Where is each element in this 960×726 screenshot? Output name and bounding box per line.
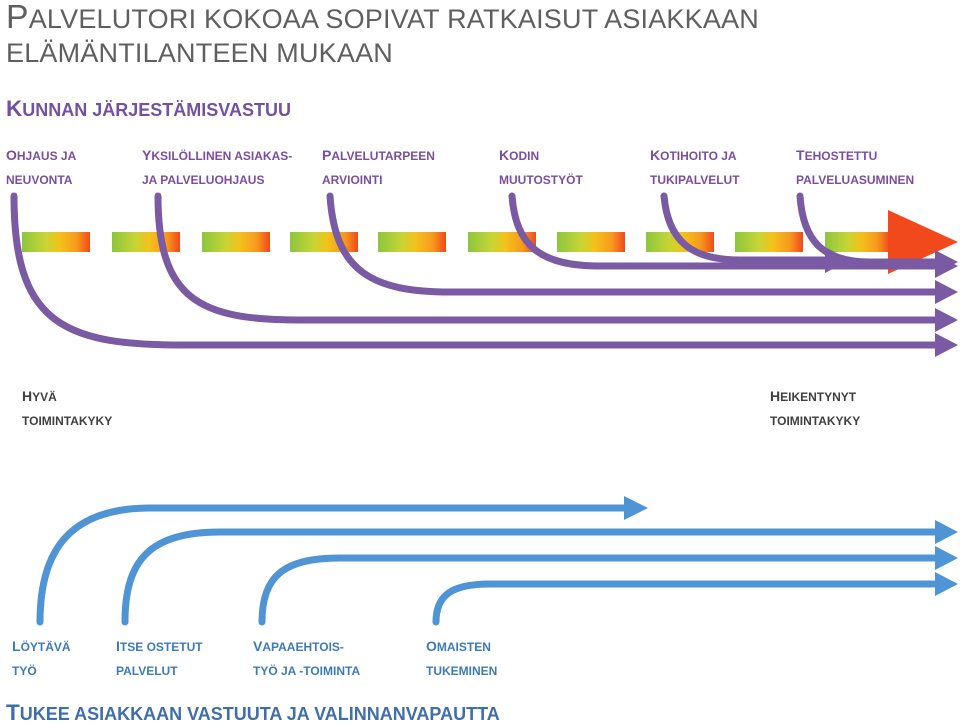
scale-left-label: Hyvä toimintakyky: [22, 384, 112, 433]
label-line: arviointi: [322, 173, 383, 187]
arrow-head: [935, 308, 958, 332]
arrow-head: [935, 572, 958, 596]
arrow-head: [935, 520, 958, 544]
label-ohjaus: Ohjaus ja neuvonta: [6, 143, 76, 192]
page-title: Palvelutori kokoaa sopivat ratkaisut asi…: [6, 0, 759, 68]
scale-segment: [468, 232, 536, 252]
label-line: Kotihoito ja: [650, 147, 737, 163]
label-line: Tehostettu: [796, 147, 878, 163]
label-line: työ: [12, 664, 37, 678]
purple-arrow-heads: [825, 247, 958, 357]
arrow-head: [935, 546, 958, 570]
blue-arrow-vapaaehtois: [258, 554, 942, 626]
label-line: Palvelutarpeen: [322, 147, 435, 163]
label-line: Omaisten: [426, 638, 491, 654]
label-line: Vapaaehtois-: [253, 638, 344, 654]
label-line: Hyvä: [22, 388, 57, 404]
label-loytava: Löytävä työ: [12, 634, 71, 683]
purple-arrow-tehostettu: [796, 192, 942, 266]
label-kotihoito: Kotihoito ja tukipalvelut: [650, 143, 740, 192]
label-omaisten: Omaisten tukeminen: [426, 634, 497, 683]
label-line: Yksilöllinen asiakas-: [142, 147, 293, 163]
label-line: työ ja -toiminta: [253, 664, 361, 678]
label-kodin: Kodin muutostyöt: [499, 143, 583, 192]
scale-segment: [290, 232, 358, 252]
label-line: Heikentynyt: [770, 388, 857, 404]
scale-segment: [112, 232, 180, 252]
label-palvelutarpeen: Palvelutarpeen arviointi: [322, 143, 435, 192]
label-line: toimintakyky: [770, 414, 861, 428]
blue-arrows: [36, 504, 942, 626]
scale-segment: [378, 232, 446, 252]
label-line: Ohjaus ja: [6, 147, 77, 163]
scale-right-label: Heikentynyt toimintakyky: [770, 384, 860, 433]
label-line: Kodin: [499, 147, 540, 163]
purple-arrow-ohjaus: [10, 192, 942, 349]
purple-arrows: [10, 192, 942, 349]
blue-arrow-heads: [624, 496, 958, 596]
blue-arrow-loytava: [36, 504, 632, 626]
purple-arrow-yksilollinen: [154, 192, 942, 324]
label-line: Itse ostetut: [116, 638, 203, 654]
scale-segment: [735, 232, 803, 252]
blue-arrow-omaisten: [432, 580, 942, 626]
arrow-head: [935, 250, 958, 274]
label-yksilollinen: Yksilöllinen asiakas-ja palveluohjaus: [142, 143, 292, 192]
arrow-head: [935, 280, 958, 304]
purple-arrow-kodin: [508, 192, 942, 270]
footer-text: Tukee asiakkaan vastuuta ja valinnanvapa…: [6, 700, 500, 725]
label-line: tukeminen: [426, 664, 498, 678]
purple-arrow-palvelutarve: [326, 192, 942, 296]
label-line: tukipalvelut: [650, 173, 740, 187]
arrow-head: [935, 333, 958, 357]
label-itse-ostetut: Itse ostetut palvelut: [116, 634, 203, 683]
label-line: neuvonta: [6, 173, 73, 187]
label-line: palvelut: [116, 664, 178, 678]
blue-arrow-itse-ostetut: [121, 528, 942, 626]
label-vapaaehtois: Vapaaehtois-työ ja -toiminta: [253, 634, 360, 683]
label-line: muutostyöt: [499, 173, 583, 187]
scale-segment: [22, 232, 90, 252]
arrow-head: [825, 247, 850, 273]
scale-segment: [557, 232, 625, 252]
label-tehostettu: Tehostettu palveluasuminen: [796, 143, 914, 192]
arrow-head: [624, 496, 648, 520]
scale-segment: [202, 232, 270, 252]
label-line: Löytävä: [12, 638, 71, 654]
label-line: ja palveluohjaus: [142, 173, 265, 187]
scale-segment: [825, 232, 890, 252]
scale-arrow-head: [888, 210, 958, 274]
label-line: toimintakyky: [22, 414, 113, 428]
label-line: palveluasuminen: [796, 173, 915, 187]
section-title: Kunnan järjestämisvastuu: [6, 96, 291, 121]
purple-arrow-kotihoito: [660, 192, 834, 264]
